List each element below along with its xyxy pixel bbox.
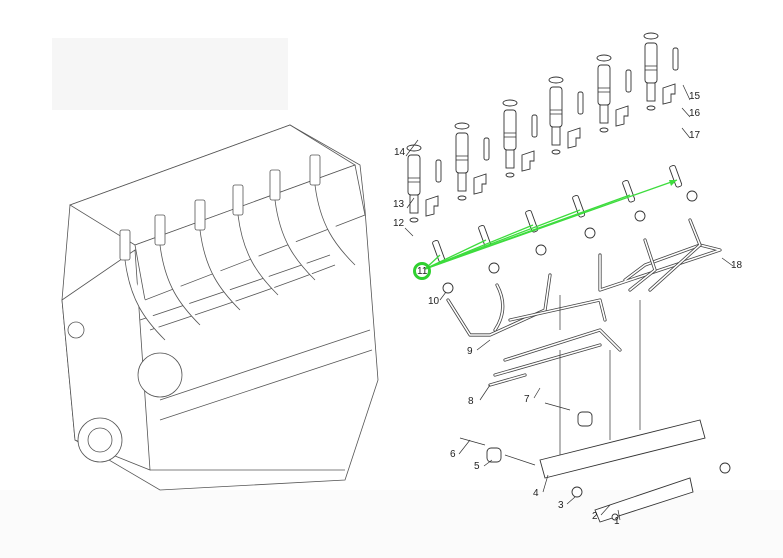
engine-block-illustration — [61, 124, 379, 491]
callout-16[interactable]: 16 — [689, 108, 701, 119]
callout-1[interactable]: 1 — [614, 516, 620, 527]
selected-callout-circle[interactable] — [413, 262, 431, 280]
callout-9[interactable]: 9 — [467, 346, 473, 357]
fuel-pipes — [442, 190, 731, 523]
callout-7[interactable]: 7 — [524, 394, 530, 405]
callout-5[interactable]: 5 — [474, 461, 480, 472]
leader-lines — [404, 84, 734, 521]
callout-11[interactable]: 11 — [417, 266, 428, 277]
arrow-head-icon — [669, 180, 677, 186]
highlight-line — [424, 179, 678, 270]
callout-15[interactable]: 15 — [689, 91, 701, 102]
background-panel — [52, 38, 288, 110]
callout-6[interactable]: 6 — [450, 449, 456, 460]
callout-3[interactable]: 3 — [558, 500, 564, 511]
callout-8[interactable]: 8 — [468, 396, 474, 407]
callout-13[interactable]: 13 — [393, 199, 405, 210]
callout-14[interactable]: 14 — [394, 147, 406, 158]
highlight-leader-lines — [424, 179, 678, 270]
callout-17[interactable]: 17 — [689, 130, 701, 141]
callout-12[interactable]: 12 — [393, 218, 405, 229]
callout-10[interactable]: 10 — [428, 296, 440, 307]
callout-2[interactable]: 2 — [592, 511, 598, 522]
callout-18[interactable]: 18 — [731, 260, 743, 271]
injector-exploded-view — [406, 32, 683, 263]
callout-4[interactable]: 4 — [533, 488, 539, 499]
